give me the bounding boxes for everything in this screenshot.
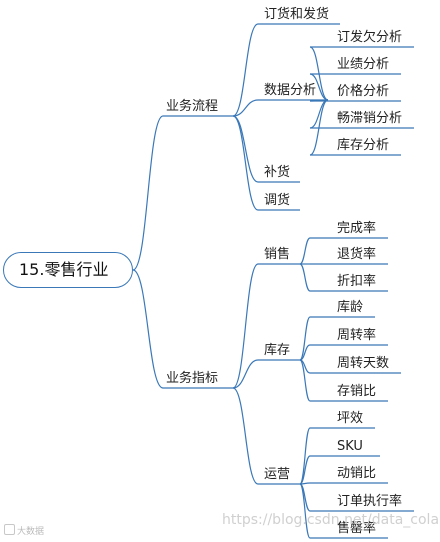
connector-branch-1-to-node-1 [232,359,259,389]
leaf-0-1-2-label[interactable]: 价格分析 [337,84,390,99]
node-0-1-label[interactable]: 数据分析 [264,83,317,98]
leaf-0-1-3-label[interactable]: 畅滞销分析 [337,111,403,126]
leaf-0-1-1-label[interactable]: 业绩分析 [337,57,390,72]
node-1-0-label[interactable]: 销售 [264,247,291,262]
branch-1-label[interactable]: 业务指标 [166,371,219,386]
leaf-1-2-0-label[interactable]: 坪效 [337,411,364,426]
connector-node-1-2-to-leaf-1 [299,455,311,485]
leaf-1-0-1-label[interactable]: 退货率 [337,247,377,262]
watermark-url: https://blog.csdn.net/data_cola [222,512,440,528]
node-0-3-label[interactable]: 调货 [264,193,291,208]
watermark-left-text: 大数据 [17,527,45,537]
connector-root-to-branch-1 [132,269,164,389]
connector-node-1-0-to-leaf-0 [299,237,311,265]
leaf-1-2-4-label[interactable]: 售罄率 [337,521,377,536]
connector-node-1-2-to-leaf-0 [299,427,311,485]
node-0-2-label[interactable]: 补货 [264,165,291,180]
leaf-1-2-3-label[interactable]: 订单执行率 [337,494,403,509]
connector-branch-1-to-node-2 [232,387,259,485]
leaf-0-1-4-label[interactable]: 库存分析 [337,138,390,153]
branch-0-label[interactable]: 业务流程 [166,99,219,114]
connector-branch-0-to-node-2 [232,115,259,183]
connector-branch-0-to-node-0 [232,23,259,117]
leaf-1-1-3-label[interactable]: 存销比 [337,384,377,399]
connector-node-1-1-to-leaf-3 [299,359,311,402]
leaf-1-2-1-label[interactable]: SKU [337,439,363,454]
connector-node-1-1-to-leaf-1 [299,344,311,361]
root-node[interactable] [3,252,133,288]
node-1-2-label[interactable]: 运营 [264,467,291,482]
connector-branch-0-to-node-1 [232,99,259,117]
watermark-left: 大数据 [4,524,44,537]
connector-node-1-0-to-leaf-2 [299,263,311,292]
connector-node-0-1-to-leaf-3 [309,99,329,129]
connector-branch-0-to-node-3 [232,115,259,211]
leaf-1-0-0-label[interactable]: 完成率 [337,221,377,236]
leaf-0-1-0-label[interactable]: 订发欠分析 [337,30,403,45]
leaf-1-2-2-label[interactable]: 动销比 [337,466,377,481]
connector-node-1-2-to-leaf-4 [299,483,311,539]
leaf-1-1-2-label[interactable]: 周转天数 [337,356,390,371]
connector-node-0-1-to-leaf-4 [309,99,329,156]
leaf-1-1-0-label[interactable]: 库龄 [337,300,364,315]
connector-root-to-branch-0 [132,115,164,271]
root-node-label: 15.零售行业 [19,260,109,279]
node-1-1-label[interactable]: 库存 [264,343,291,358]
connector-node-1-1-to-leaf-0 [299,316,311,361]
node-0-0-label[interactable]: 订货和发货 [264,7,330,22]
leaf-1-0-2-label[interactable]: 折扣率 [337,274,377,289]
logo-icon [4,524,15,535]
leaf-1-1-1-label[interactable]: 周转率 [337,328,377,343]
connector-branch-1-to-node-0 [232,263,259,389]
connector-node-0-1-to-leaf-1 [309,73,329,101]
